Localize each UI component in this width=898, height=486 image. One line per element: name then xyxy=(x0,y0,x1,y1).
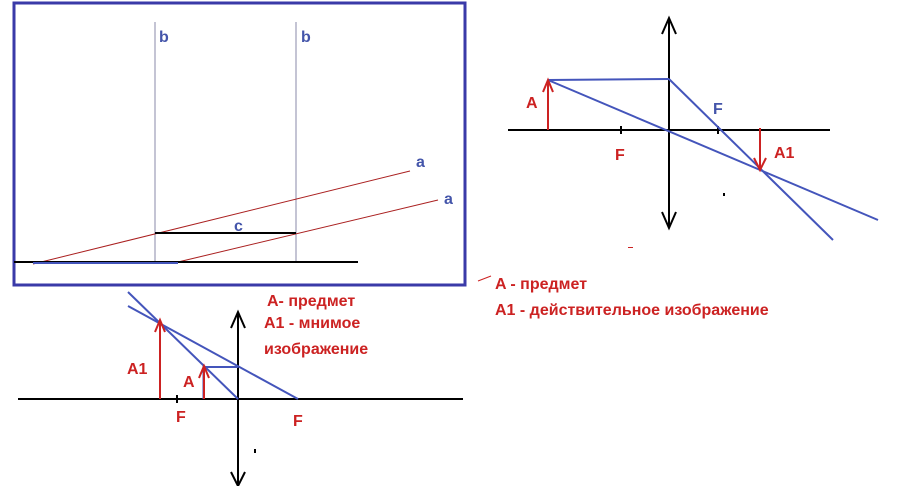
line-a-upper xyxy=(32,170,411,265)
lens-2-arrow-top xyxy=(230,309,246,329)
lens-arrow-bottom xyxy=(661,211,677,231)
parallel-lines-figure: b b a a c xyxy=(12,1,467,287)
stray-mark xyxy=(628,247,633,248)
image-arrow-A1-head xyxy=(753,157,767,173)
virtual-image-figure: A- предмет A1 - мнимое изображение A1 A … xyxy=(18,291,463,486)
label-a-upper: a xyxy=(416,154,425,171)
stray-dot-2 xyxy=(254,449,256,453)
label-a-lower: a xyxy=(444,191,453,208)
lens-arrow-top xyxy=(661,15,677,35)
ray-2-refracted xyxy=(127,305,299,400)
label-b-left: b xyxy=(159,29,169,46)
legend-real-image: A1 - действительное изображение xyxy=(495,302,769,319)
ray-2-central xyxy=(127,291,239,400)
label-F-2-right: F xyxy=(293,413,303,430)
object-arrow-A-2-head xyxy=(198,363,210,379)
converging-lens-figure: A F F A1 A - предмет A1 - действительное… xyxy=(477,15,879,319)
lens-2-arrow-bottom xyxy=(230,471,246,486)
stray-dot xyxy=(723,193,725,196)
legend-virtual-image-line2: изображение xyxy=(264,341,368,358)
ray-parallel xyxy=(547,78,670,81)
legend-virtual-image-line1: A1 - мнимое xyxy=(264,315,360,332)
ray-refracted xyxy=(668,78,834,241)
figure-frame xyxy=(12,1,467,287)
object-arrow-A-head xyxy=(542,77,554,93)
label-F-2-left: F xyxy=(176,409,186,426)
ray-central xyxy=(547,79,879,221)
label-A1: A1 xyxy=(774,145,795,162)
label-A-2: A xyxy=(183,374,195,391)
label-b-right: b xyxy=(301,29,311,46)
label-A: A xyxy=(526,95,538,112)
label-A1-2: A1 xyxy=(127,361,148,378)
label-c: c xyxy=(234,218,243,235)
legend-object-2: A- предмет xyxy=(267,293,355,310)
legend-dash xyxy=(477,275,492,282)
line-a-lower xyxy=(177,199,439,263)
label-F-left: F xyxy=(615,147,625,164)
legend-object: A - предмет xyxy=(495,276,587,293)
label-F-right: F xyxy=(713,101,723,118)
virtual-image-arrow-A1-head xyxy=(154,317,166,333)
